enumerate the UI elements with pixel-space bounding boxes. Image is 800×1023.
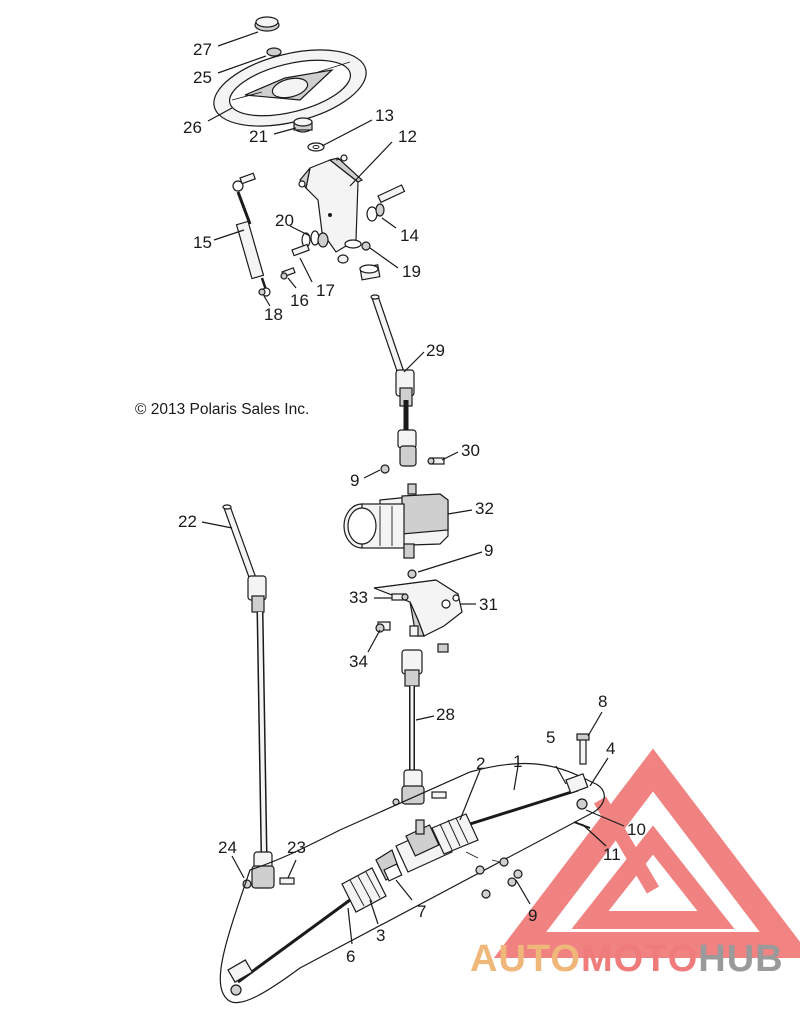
callout-12: 12 [398,127,417,146]
callout-32: 32 [475,499,494,518]
callout-11: 11 [603,845,621,864]
callout-23: 23 [287,838,306,857]
callout-30: 30 [461,441,480,460]
copyright-notice: © 2013 Polaris Sales Inc. [135,401,310,418]
watermark-brand-moto: MOTO [580,938,699,980]
bolt-30 [427,457,445,465]
watermark-brand-auto: AUTO [470,938,581,980]
callout-16: 16 [290,291,309,310]
leader-lines [201,31,625,945]
washers-20 [301,230,329,248]
steering-nut [266,47,282,57]
bearing-below-bracket [359,264,381,281]
long-steering-shaft [222,504,275,889]
bolt-23 [279,877,295,885]
bolt-16 [280,267,296,280]
horn-cap [254,16,280,32]
steering-wheel [213,49,367,127]
bolt-17 [291,243,310,257]
lower-steering-shaft [392,649,447,806]
callout-24: 24 [218,838,237,857]
upper-steering-shaft [370,294,417,467]
callout-9-mid: 9 [484,541,493,560]
bolt-14 [366,184,406,222]
nut-18 [258,288,266,296]
callout-25: 25 [193,68,212,87]
callout-5: 5 [546,728,555,747]
clamp-7 [383,863,403,882]
callout-1: 1 [513,752,522,771]
callout-9-upper: 9 [350,471,359,490]
watermark-brand-hub: HUB [698,938,784,980]
callout-3: 3 [376,926,385,945]
callout-15: 15 [193,233,212,252]
callout-6: 6 [346,947,355,966]
callout-18: 18 [264,305,283,324]
callout-27: 27 [193,40,212,59]
right-tie-rod-end [565,773,589,810]
callout-28: 28 [436,705,455,724]
callout-34: 34 [349,652,368,671]
left-tie-rod-end [227,959,254,996]
callout-labels: 27 25 26 21 13 12 15 20 14 19 16 17 18 2… [178,40,646,966]
nuts-9-lower [465,851,523,899]
callout-4: 4 [606,739,615,758]
callout-14: 14 [400,226,419,245]
watermark-logo-icon [493,748,800,958]
callout-33: 33 [349,588,368,607]
nut-19 [337,239,371,264]
callout-31: 31 [479,595,498,614]
callout-7: 7 [417,902,426,921]
bushing-21 [293,117,313,133]
callout-21: 21 [249,127,268,146]
callout-2: 2 [476,754,485,773]
callout-9-lower: 9 [528,906,537,925]
bolt-8 [576,733,590,765]
rack-assembly-outline [219,762,605,1004]
callout-8: 8 [598,692,607,711]
callout-26: 26 [183,118,202,137]
watermark-brand-text: AUTOMOTOHUB [470,938,784,981]
callout-19: 19 [402,262,421,281]
callout-20: 20 [275,211,294,230]
nut-9-mid [407,569,417,579]
bolt-34 [375,621,449,653]
bolt-33 [391,593,409,601]
callout-13: 13 [375,106,394,125]
gas-strut [232,172,271,297]
power-steering-unit [343,483,449,559]
callout-17: 17 [316,281,335,300]
washer-13 [307,142,325,152]
cotter-11 [573,821,591,829]
callout-10: 10 [627,820,646,839]
callout-22: 22 [178,512,197,531]
tilt-bracket [298,154,364,253]
callout-29: 29 [426,341,445,360]
nut-9-upper [380,464,390,474]
